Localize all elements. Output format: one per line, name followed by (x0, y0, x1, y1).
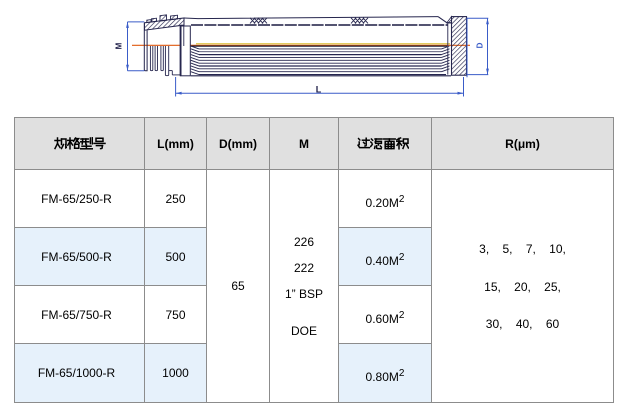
svg-text:D: D (475, 42, 484, 48)
svg-text:M: M (115, 42, 124, 49)
svg-text:L: L (316, 84, 322, 94)
